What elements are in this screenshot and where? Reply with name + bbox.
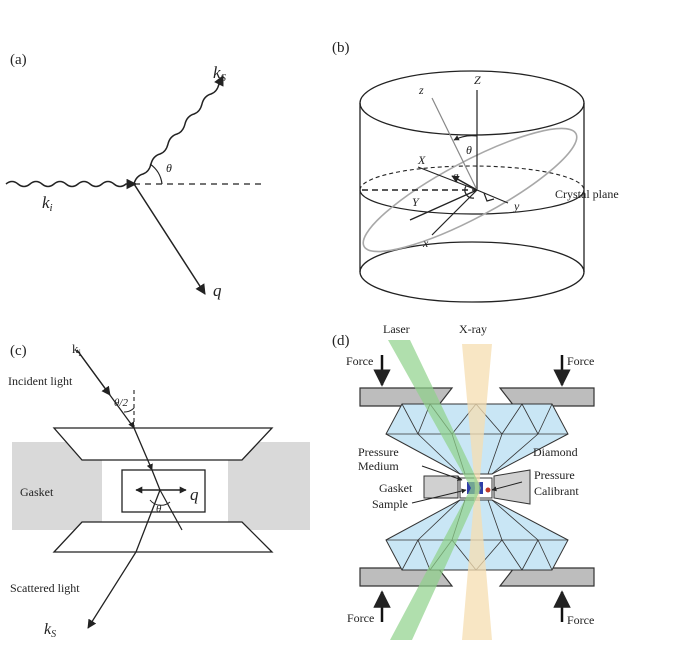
- section-back-arc: [359, 165, 585, 191]
- cylinder-top: [359, 70, 585, 136]
- X-label: X: [417, 153, 426, 167]
- gasket-label-d: Gasket: [379, 481, 413, 495]
- panel-d: (d): [332, 322, 595, 640]
- half-theta-label: θ/2: [114, 397, 128, 409]
- right-angle-mark: [483, 192, 495, 202]
- sample-label: Sample: [372, 497, 408, 511]
- gasket-left-d: [423, 475, 459, 499]
- Y-label: Y: [412, 195, 420, 209]
- ki-label-c: ki: [72, 341, 82, 358]
- q-label-c: q: [190, 485, 199, 504]
- force-label-bl: Force: [347, 611, 374, 625]
- theta-arc: [149, 163, 163, 185]
- support-bottom-right: [498, 567, 595, 587]
- y-axis: [476, 189, 509, 204]
- q-label-b: q: [453, 170, 459, 182]
- pressure-calibrant-label-2: Calibrant: [534, 484, 579, 498]
- laser-label: Laser: [383, 322, 410, 336]
- y-lower-label: y: [513, 199, 520, 213]
- panel-c: (c) ki Incident light θ/2 Gasket q θ Sca…: [8, 341, 310, 640]
- cylinder-bottom: [359, 241, 585, 303]
- crystal-plane-label: Crystal plane: [555, 187, 619, 201]
- panel-a-tag: (a): [10, 52, 27, 68]
- theta-label-c: θ: [156, 503, 162, 515]
- q-vector: [133, 183, 206, 295]
- panel-c-tag: (c): [10, 343, 27, 359]
- Y-axis: [409, 189, 478, 221]
- sample-leader: [411, 488, 467, 504]
- X-to-q-line: [417, 166, 478, 191]
- diamond-label: Diamond: [533, 445, 578, 459]
- laser-beam: [388, 340, 481, 640]
- gasket-right-d: [493, 469, 531, 505]
- sample-box: [121, 469, 206, 513]
- half-theta-arc: [123, 407, 135, 413]
- section-front-arc: [359, 189, 585, 215]
- support-top-right: [498, 387, 595, 407]
- pressure-medium-label-2: Medium: [358, 459, 399, 473]
- scattered-ray: [87, 489, 161, 629]
- gasket-label-c: Gasket: [20, 485, 54, 499]
- ki-label: ki: [42, 193, 53, 214]
- bottom-anvil: [52, 521, 274, 553]
- panel-a: (a) θ kS ki q: [5, 52, 265, 300]
- theta-arc-c: [149, 499, 171, 506]
- ki-incident-wave: [5, 178, 138, 190]
- pressure-medium-leader: [421, 465, 463, 481]
- top-anvil: [52, 427, 274, 461]
- z-axis: [431, 97, 478, 191]
- q-vector-b: [451, 175, 478, 191]
- crystal-plane-ellipse: [362, 127, 578, 253]
- incident-ray-arrow: [76, 349, 111, 396]
- force-label-tl: Force: [346, 354, 373, 368]
- ks-scattered-wave: [133, 75, 224, 185]
- z-lower-label: z: [418, 83, 424, 97]
- panel-d-tag: (d): [332, 333, 350, 349]
- theta-label: θ: [166, 161, 172, 175]
- pressure-medium-label-1: Pressure: [358, 445, 399, 459]
- incident-light-label: Incident light: [8, 374, 73, 388]
- force-label-br: Force: [567, 613, 594, 627]
- Z-upper-label: Z: [474, 73, 481, 87]
- theta-label-b: θ: [466, 143, 472, 157]
- force-label-tr: Force: [567, 354, 594, 368]
- ruby-calibrant: [485, 487, 491, 493]
- scattered-light-label: Scattered light: [10, 581, 80, 595]
- small-arc-mark: [464, 185, 475, 199]
- pressure-calibrant-label-1: Pressure: [534, 468, 575, 482]
- ks-label-c: kS: [44, 621, 56, 640]
- calibrant-leader: [491, 481, 523, 492]
- transmitted-ray: [159, 489, 183, 531]
- panel-b: (b) z Z θ X q Y: [332, 40, 619, 303]
- x-lower-label: x: [422, 236, 429, 250]
- theta-arc-b: [453, 135, 478, 141]
- q-label: q: [213, 281, 222, 300]
- panel-b-tag: (b): [332, 40, 350, 56]
- ks-label: kS: [213, 63, 227, 84]
- xray-label: X-ray: [459, 322, 487, 336]
